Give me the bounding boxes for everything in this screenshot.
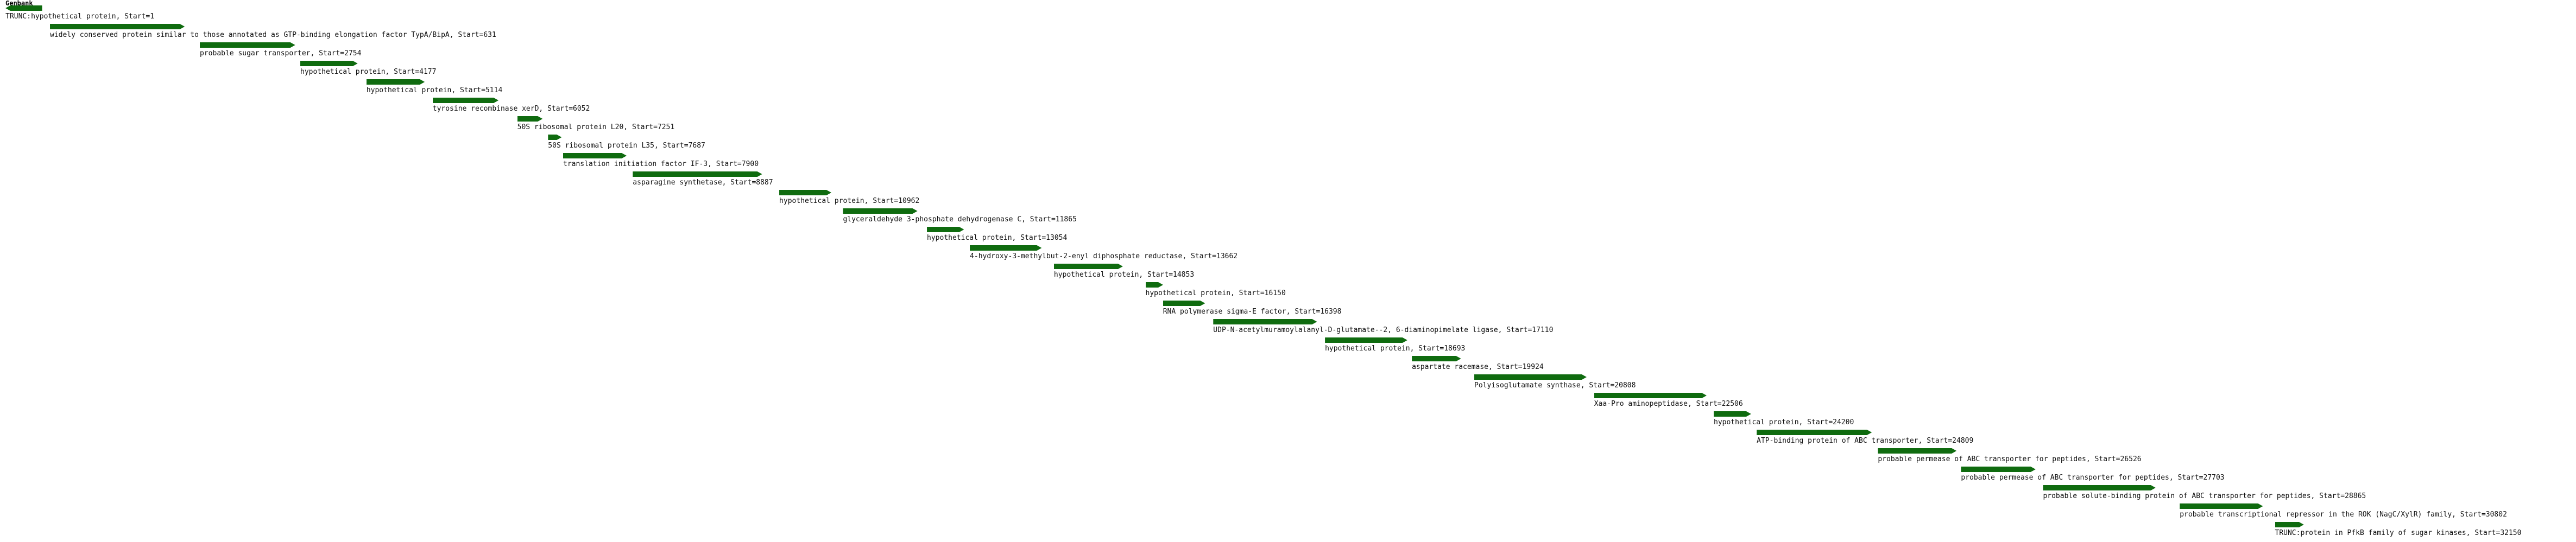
- gene-arrow[interactable]: [563, 153, 627, 158]
- gene-label: probable permease of ABC transporter for…: [1878, 455, 2142, 463]
- track-title: Genbank: [5, 0, 33, 7]
- gene-arrow[interactable]: [1213, 319, 1317, 324]
- gene-label: Polyisoglutamate synthase, Start=20808: [1474, 381, 1636, 390]
- gene-arrow[interactable]: [548, 135, 561, 140]
- gene-label: glyceraldehyde 3-phosphate dehydrogenase…: [843, 215, 1077, 224]
- gene-arrow[interactable]: [2043, 485, 2155, 490]
- gene-label: RNA polymerase sigma-E factor, Start=163…: [1163, 308, 1342, 316]
- gene-label: probable transcriptional repressor in th…: [2180, 511, 2507, 519]
- gene-arrow[interactable]: [1474, 374, 1587, 380]
- gene-arrow[interactable]: [1163, 301, 1205, 306]
- gene-label: hypothetical protein, Start=18693: [1325, 345, 1466, 353]
- gene-arrow[interactable]: [927, 227, 964, 232]
- gene-arrow[interactable]: [300, 61, 358, 66]
- gene-arrow[interactable]: [2275, 522, 2304, 527]
- gene-arrow[interactable]: [1325, 337, 1407, 343]
- gene-arrow[interactable]: [367, 79, 425, 85]
- gene-arrow[interactable]: [1594, 393, 1707, 398]
- gene-label: aspartate racemase, Start=19924: [1412, 363, 1544, 371]
- gene-label: probable permease of ABC transporter for…: [1961, 474, 2225, 482]
- gene-label: Xaa-Pro aminopeptidase, Start=22506: [1594, 400, 1743, 408]
- gene-arrow[interactable]: [843, 208, 917, 214]
- gene-arrow[interactable]: [1714, 411, 1751, 417]
- gene-label: hypothetical protein, Start=10962: [779, 197, 920, 205]
- gene-arrow[interactable]: [1146, 282, 1164, 288]
- gene-arrow[interactable]: [2180, 503, 2263, 509]
- gene-arrow[interactable]: [1054, 264, 1123, 269]
- gene-label: TRUNC:protein in PfkB family of sugar ki…: [2275, 529, 2522, 537]
- gene-arrow[interactable]: [1757, 430, 1872, 435]
- gene-label: 50S ribosomal protein L35, Start=7687: [548, 142, 705, 150]
- gene-label: hypothetical protein, Start=4177: [300, 68, 437, 76]
- gene-arrow[interactable]: [1878, 448, 1956, 454]
- gene-label: hypothetical protein, Start=5114: [366, 86, 503, 94]
- gene-arrow[interactable]: [970, 245, 1041, 251]
- gene-label: asparagine synthetase, Start=8887: [633, 178, 773, 187]
- gene-label: ATP-binding protein of ABC transporter, …: [1757, 437, 1974, 445]
- gene-label: 4-hydroxy-3-methylbut-2-enyl diphosphate…: [970, 252, 1238, 260]
- gene-arrow[interactable]: [1412, 356, 1461, 361]
- gene-label: hypothetical protein, Start=16150: [1145, 289, 1286, 297]
- gene-label: hypothetical protein, Start=13054: [927, 234, 1068, 242]
- gene-arrow[interactable]: [5, 5, 42, 11]
- gene-label: UDP-N-acetylmuramoylalanyl-D-glutamate--…: [1213, 326, 1554, 334]
- gene-label: hypothetical protein, Start=24200: [1714, 418, 1854, 426]
- gene-label: probable sugar transporter, Start=2754: [200, 49, 362, 58]
- gene-arrow[interactable]: [779, 190, 831, 195]
- gene-label: translation initiation factor IF-3, Star…: [563, 160, 759, 168]
- gene-label: 50S ribosomal protein L20, Start=7251: [517, 123, 675, 131]
- gene-arrow[interactable]: [50, 24, 185, 29]
- gene-arrow[interactable]: [433, 98, 498, 103]
- gene-label: probable solute-binding protein of ABC t…: [2043, 492, 2366, 500]
- gene-label: tyrosine recombinase xerD, Start=6052: [432, 105, 590, 113]
- gene-arrow[interactable]: [633, 171, 762, 177]
- gene-label: widely conserved protein similar to thos…: [50, 31, 496, 39]
- gene-arrow[interactable]: [517, 116, 543, 122]
- gene-label: TRUNC:hypothetical protein, Start=1: [5, 12, 155, 21]
- gene-arrow[interactable]: [200, 42, 295, 48]
- gene-arrow[interactable]: [1961, 467, 2035, 472]
- gene-label: hypothetical protein, Start=14853: [1053, 271, 1195, 279]
